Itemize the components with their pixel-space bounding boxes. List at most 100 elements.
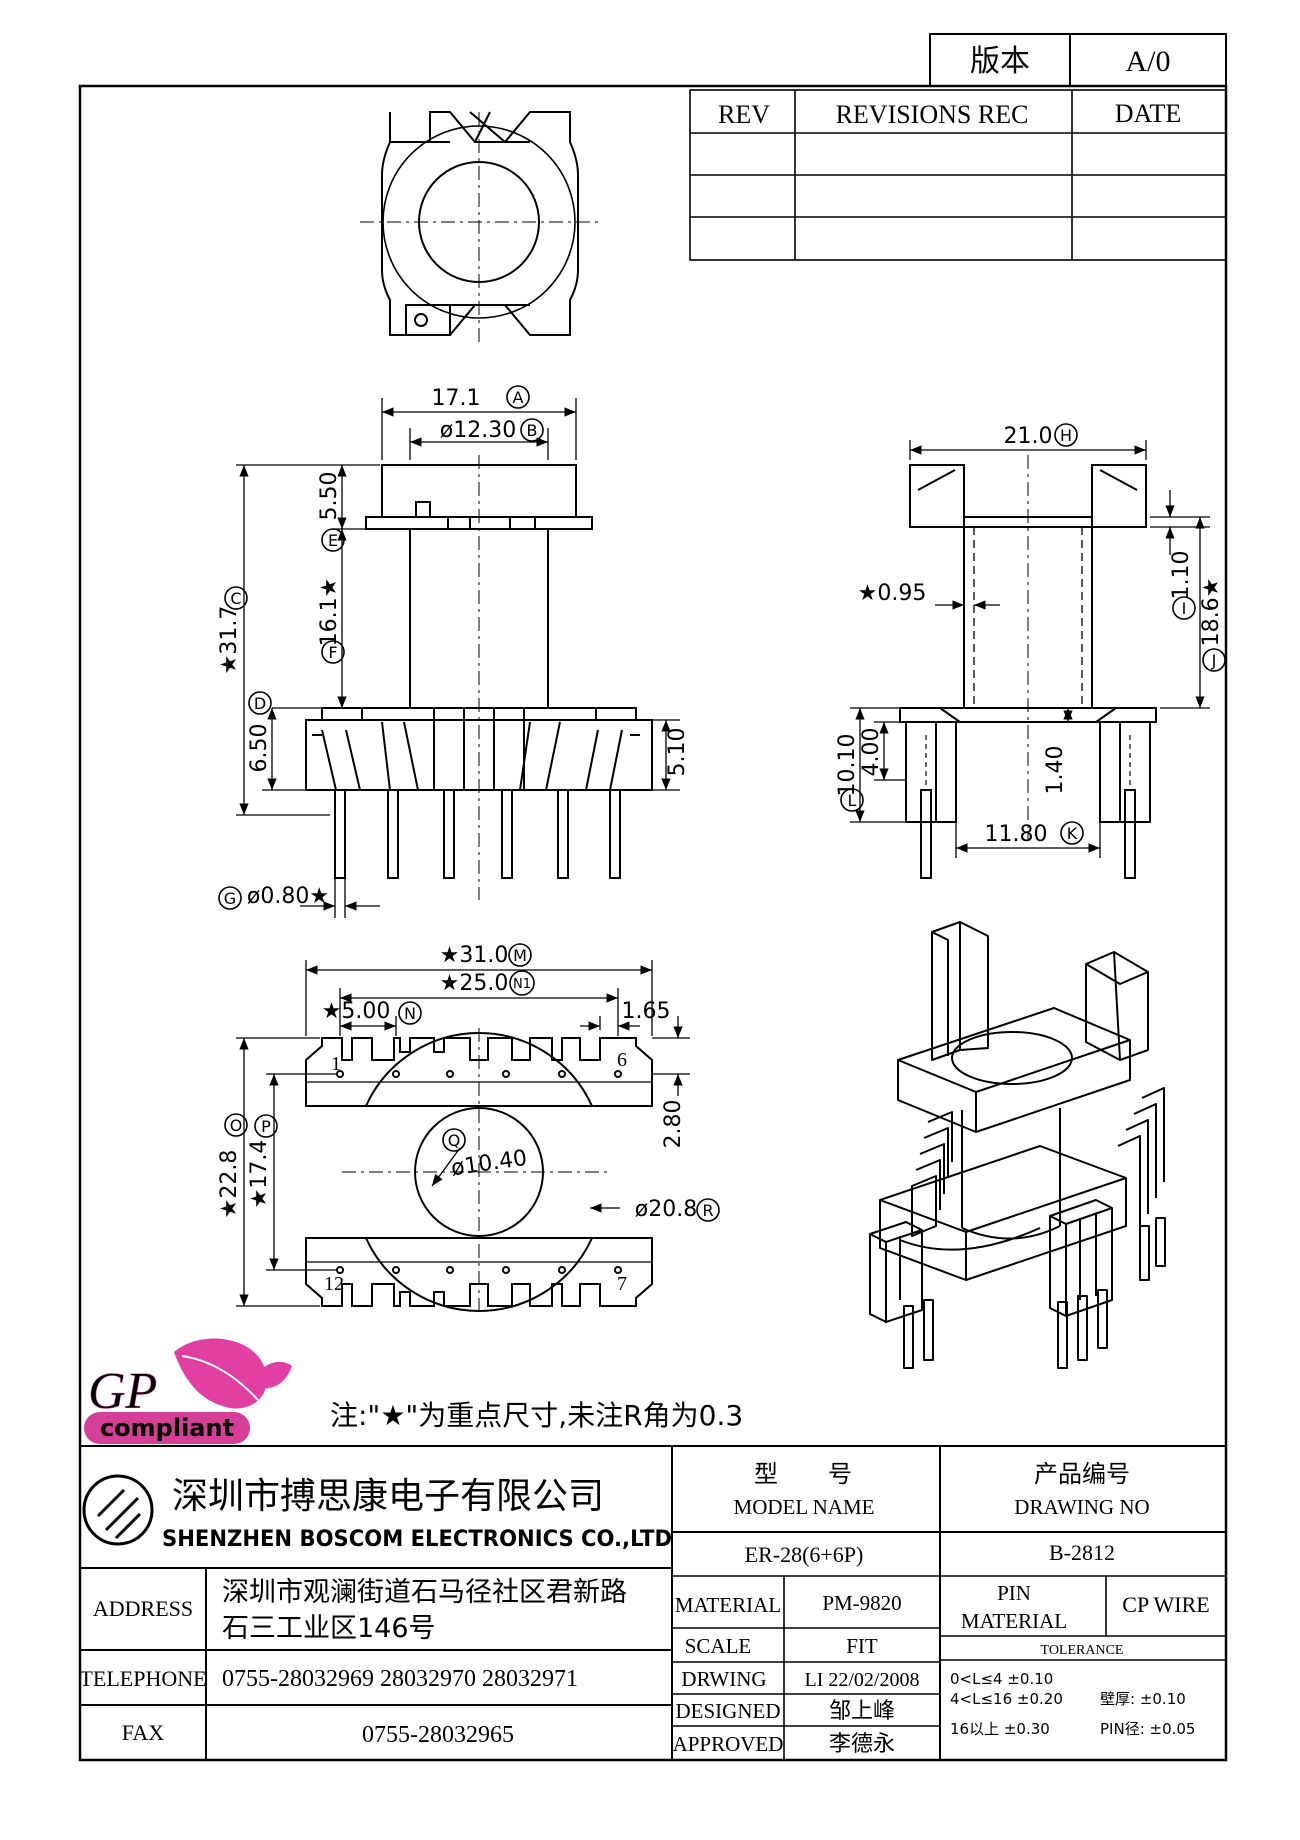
pin-material-label-2: MATERIAL [961, 1609, 1067, 1633]
drwing-value: LI 22/02/2008 [805, 1669, 920, 1691]
callout-a: A [506, 385, 530, 409]
title-block-grid [80, 1445, 1226, 1760]
svg-text:M: M [513, 946, 527, 965]
dim-f-value: 16.1★ [317, 578, 342, 647]
fax-label: FAX [122, 1720, 164, 1745]
designed-label: DESIGNED [676, 1699, 781, 1723]
model-label-cn-1: 型 [754, 1460, 778, 1488]
dim-a-value: 17.1 [432, 386, 481, 411]
pin-material-value: CP WIRE [1122, 1592, 1209, 1617]
callout-k: K [1060, 821, 1084, 845]
svg-text:J: J [1211, 651, 1217, 670]
callout-r: R [696, 1198, 720, 1222]
svg-text:E: E [328, 531, 338, 550]
date-header: DATE [1115, 99, 1181, 128]
company-name-cn: 深圳市搏思康电子有限公司 [172, 1476, 604, 1517]
bottom-view [305, 1028, 653, 1316]
front-view-dimension-lines [236, 398, 680, 918]
svg-text:O: O [230, 1116, 243, 1135]
svg-text:H: H [1060, 426, 1072, 445]
svg-text:K: K [1067, 824, 1078, 843]
dim-j-value: 18.6★ [1199, 578, 1224, 647]
callout-e: E [321, 528, 345, 552]
version-value: A/0 [1126, 45, 1171, 78]
callout-p: P [254, 1114, 278, 1138]
pin-number-12: 12 [324, 1273, 344, 1295]
callout-j: J [1202, 648, 1226, 672]
approved-value: 李德永 [829, 1732, 895, 1757]
pin-material-label-1: PIN [997, 1581, 1031, 1605]
svg-text:F: F [328, 643, 337, 662]
dim-l2-value: 4.00 [859, 728, 884, 777]
dim-095-value: ★0.95 [858, 581, 927, 606]
dim-l-value: 10.10 [835, 734, 860, 797]
callout-l: L [840, 788, 864, 812]
tolerance-wall: 壁厚: ±0.10 [1100, 1690, 1186, 1708]
rev-header: REV [718, 100, 770, 129]
compliant-badge [84, 1412, 250, 1444]
dim-c-value: ★31.7 [217, 606, 242, 675]
callout-c: C [224, 586, 248, 610]
svg-text:D: D [254, 694, 266, 713]
svg-text:C: C [230, 589, 241, 608]
fax-value: 0755-28032965 [362, 1722, 514, 1748]
bottom-view-dimension-lines [236, 960, 690, 1307]
small-leaf-icon [250, 1361, 292, 1389]
drawing-label-cn: 产品编号 [1034, 1460, 1130, 1488]
drawing-value: B-2812 [1049, 1540, 1115, 1565]
drwing-label: DRWING [681, 1667, 766, 1691]
gp-compliant-logo: GP compliant [84, 1338, 292, 1444]
address-line-1: 深圳市观澜街道石马径社区君新路 [222, 1577, 627, 1608]
dim-b-value: ø12.30 [440, 418, 516, 443]
dim-280-value: 2.80 [661, 1100, 686, 1149]
version-label: 版本 [970, 44, 1030, 79]
dim-140-value: 1.40 [1043, 746, 1068, 795]
svg-text:G: G [224, 889, 236, 908]
svg-text:B: B [527, 421, 538, 440]
model-label-en: MODEL NAME [734, 1495, 875, 1519]
gp-logo-text: GP [88, 1363, 157, 1420]
svg-text:R: R [702, 1201, 713, 1220]
scale-label: SCALE [685, 1634, 752, 1658]
dim-q-value: ø10.40 [450, 1146, 529, 1181]
tolerance-row-2: 4<L≤16 ±0.20 [950, 1690, 1063, 1708]
svg-text:L: L [848, 791, 857, 810]
callout-h: H [1054, 423, 1078, 447]
callout-b: B [520, 418, 544, 442]
isometric-view [869, 921, 1166, 1369]
side-view [899, 455, 1157, 879]
svg-text:A: A [513, 388, 524, 407]
leaf-icon [174, 1338, 267, 1409]
model-value: ER-28(6+6P) [745, 1542, 864, 1567]
pin-number-6: 6 [617, 1049, 627, 1071]
callout-d: D [248, 691, 272, 715]
dim-e-value: 5.50 [317, 472, 342, 521]
svg-text:N1: N1 [513, 977, 531, 992]
dim-h-value: 21.0 [1004, 424, 1053, 449]
callout-o: O [224, 1113, 248, 1137]
model-label-cn-2: 号 [828, 1460, 852, 1488]
side-view-dimension-lines [850, 440, 1210, 858]
callout-q: Q [442, 1128, 466, 1152]
tolerance-pin: PIN径: ±0.05 [1100, 1720, 1195, 1738]
svg-text:N: N [404, 1004, 416, 1023]
dim-165-value: 1.65 [622, 999, 671, 1024]
front-view [305, 455, 653, 900]
dim-n-value: ★5.00 [322, 999, 391, 1024]
drawing-note: 注:"★"为重点尺寸,未注R角为0.3 [330, 1399, 743, 1432]
drawing-label-en: DRAWING NO [1014, 1495, 1149, 1519]
pin-number-1: 1 [331, 1053, 341, 1075]
tolerance-title: TOLERANCE [1041, 1643, 1124, 1658]
callout-m: M [508, 943, 532, 967]
dim-o-value: ★22.8 [217, 1150, 242, 1219]
callout-i: I [1172, 596, 1196, 620]
dim-m-value: ★31.0 [440, 943, 509, 968]
scale-value: FIT [846, 1634, 878, 1658]
tolerance-row-3: 16以上 ±0.30 [950, 1720, 1050, 1738]
dim-g-value: ø0.80★ [247, 884, 329, 909]
dim-i-value: 1.10 [1169, 551, 1194, 600]
boscom-logo-icon [82, 1474, 154, 1546]
svg-text:I: I [1182, 599, 1187, 618]
company-name-en: SHENZHEN BOSCOM ELECTRONICS CO.,LTD [162, 1527, 672, 1552]
